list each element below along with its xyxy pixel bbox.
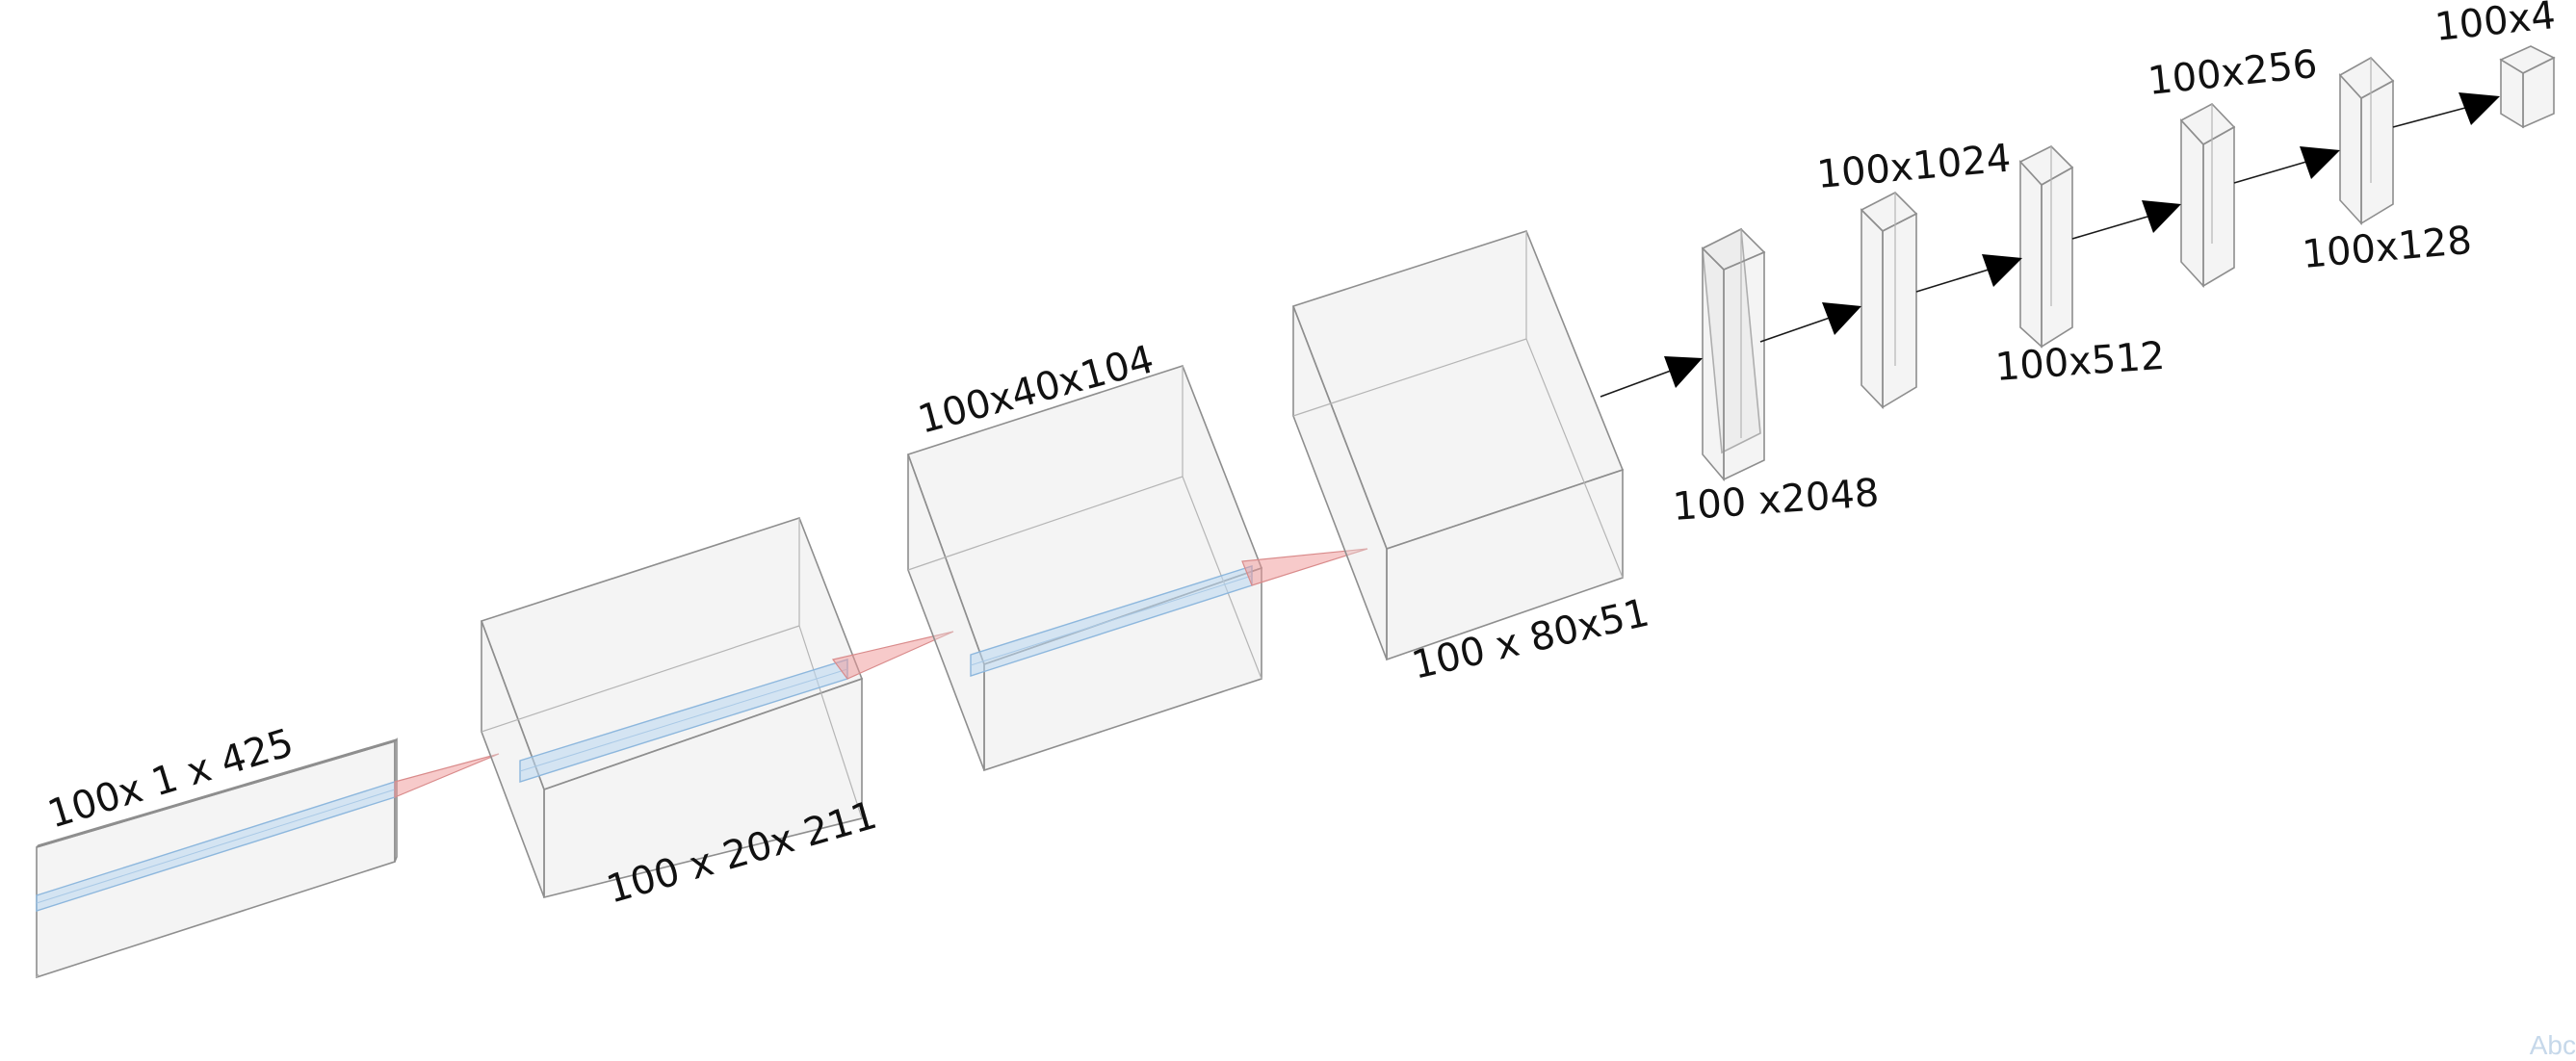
arrow-fc2-to-fc3	[1915, 254, 2022, 293]
arrow-fc3-to-fc4	[2071, 200, 2181, 240]
fc1-layer-box	[1701, 227, 1766, 482]
arrow-fc1-to-fc2	[1759, 302, 1861, 343]
fc3-layer-box	[2018, 145, 2074, 349]
arrow-conv3-to-fc1	[1600, 356, 1703, 398]
conv1-layer-box	[480, 517, 864, 899]
fc3-dim-label: 100x512	[1993, 334, 2166, 390]
fc2-layer-box	[1860, 192, 1918, 409]
conv3-layer-box	[1291, 230, 1625, 661]
input-projection-cone	[394, 753, 500, 798]
fc4-dim-label: 100x256	[2146, 42, 2319, 104]
arrow-fc4-to-fc5	[2233, 146, 2340, 184]
conv1-projection-cone	[831, 631, 954, 680]
input-layer-box	[36, 738, 398, 979]
fc5-layer-box	[2338, 56, 2395, 226]
fc1-dim-label: 100 x2048	[1671, 471, 1880, 530]
conv2-layer-box	[906, 365, 1263, 772]
watermark-text: Abc	[2529, 1030, 2576, 1060]
conv2-projection-cone	[1241, 548, 1368, 586]
fc5-dim-label: 100x128	[2301, 219, 2474, 277]
output-dim-label: 100x4	[2433, 0, 2558, 50]
fc4-layer-box	[2179, 103, 2236, 289]
fc2-dim-label: 100x1024	[1815, 137, 2013, 197]
output-layer-box	[2499, 45, 2556, 129]
arrow-fc5-to-output	[2392, 92, 2500, 128]
